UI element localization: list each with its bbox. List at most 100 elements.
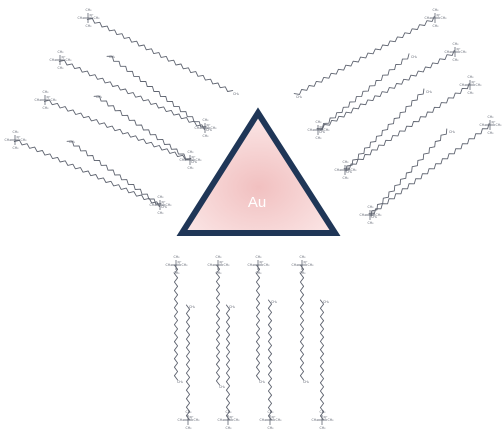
svg-text:CH₃: CH₃ [268, 426, 275, 430]
svg-text:CH₃: CH₃ [211, 126, 218, 130]
svg-text:CH₃: CH₃ [480, 123, 487, 127]
gold-triangle [176, 107, 341, 236]
svg-text:CH₃: CH₃ [58, 66, 65, 70]
svg-text:CH₃: CH₃ [196, 158, 203, 162]
alkyl-chain [267, 299, 273, 421]
svg-text:CH₃: CH₃ [218, 418, 225, 422]
svg-text:CH₃: CH₃ [271, 300, 278, 304]
svg-text:CH₃: CH₃ [259, 380, 266, 384]
svg-text:CH₃: CH₃ [233, 92, 240, 96]
alkyl-chain [345, 88, 425, 172]
svg-text:CH₃: CH₃ [453, 58, 460, 62]
svg-text:CH₃: CH₃ [264, 263, 271, 267]
svg-text:CH₃: CH₃ [158, 195, 165, 199]
svg-text:CH₃: CH₃ [94, 16, 101, 20]
alkyl-chain [225, 304, 231, 421]
svg-text:N⁺: N⁺ [17, 136, 21, 140]
svg-text:N⁺: N⁺ [207, 124, 211, 128]
alkyl-chain [255, 264, 261, 381]
svg-text:CH₃: CH₃ [203, 118, 210, 122]
svg-text:CH₃: CH₃ [216, 255, 223, 259]
svg-text:CH₃: CH₃ [50, 58, 57, 62]
svg-text:CH₃: CH₃ [312, 418, 319, 422]
svg-text:CH₃: CH₃ [166, 263, 173, 267]
svg-text:CH₃: CH₃ [453, 42, 460, 46]
alkyl-chain [370, 128, 448, 217]
svg-text:CH₃: CH₃ [166, 203, 173, 207]
svg-text:CH₃: CH₃ [316, 136, 323, 140]
alkyl-chain [106, 55, 207, 128]
svg-text:CH₃: CH₃ [316, 120, 323, 124]
svg-text:CH₃: CH₃ [300, 255, 307, 259]
svg-text:CH₃: CH₃ [468, 75, 475, 79]
svg-text:CH₃: CH₃ [319, 130, 326, 134]
svg-text:N⁺: N⁺ [304, 261, 308, 265]
svg-text:CH₃: CH₃ [260, 418, 267, 422]
svg-text:N⁺: N⁺ [320, 126, 324, 130]
svg-text:CH₃: CH₃ [194, 418, 201, 422]
svg-text:CH₃: CH₃ [158, 211, 165, 215]
svg-text:CH₃: CH₃ [13, 146, 20, 150]
svg-text:CH₃: CH₃ [189, 305, 196, 309]
alkyl-chain [316, 53, 410, 130]
svg-text:CH₃: CH₃ [178, 418, 185, 422]
svg-text:CH₃: CH₃ [468, 91, 475, 95]
alkyl-chain [185, 304, 191, 421]
svg-text:CH₃: CH₃ [371, 215, 378, 219]
svg-text:CH₃: CH₃ [226, 426, 233, 430]
svg-text:CH₃: CH₃ [248, 263, 255, 267]
svg-text:CH₃: CH₃ [96, 95, 103, 99]
svg-text:CH₃: CH₃ [425, 16, 432, 20]
svg-text:CH₃: CH₃ [69, 140, 76, 144]
svg-text:CH₃: CH₃ [323, 300, 330, 304]
svg-text:CH₃: CH₃ [308, 128, 315, 132]
svg-text:N⁺: N⁺ [192, 156, 196, 160]
alkyl-chain [299, 264, 305, 381]
svg-text:CH₃: CH₃ [368, 205, 375, 209]
svg-text:CH₃: CH₃ [411, 55, 418, 59]
svg-text:CH₃: CH₃ [66, 58, 73, 62]
gold-nanoprism: Au [176, 107, 341, 236]
svg-text:N⁺: N⁺ [372, 211, 376, 215]
svg-text:CH₃: CH₃ [376, 213, 383, 217]
svg-text:N⁺: N⁺ [347, 166, 351, 170]
svg-text:CH₃: CH₃ [86, 24, 93, 28]
svg-text:CH₃: CH₃ [203, 134, 210, 138]
svg-text:CH₃: CH₃ [256, 255, 263, 259]
alkyl-chain [343, 83, 470, 170]
svg-text:CH₃: CH₃ [58, 50, 65, 54]
svg-text:CH₃: CH₃ [343, 160, 350, 164]
svg-text:CH₃: CH₃ [195, 126, 202, 130]
svg-text:N⁺: N⁺ [260, 261, 264, 265]
